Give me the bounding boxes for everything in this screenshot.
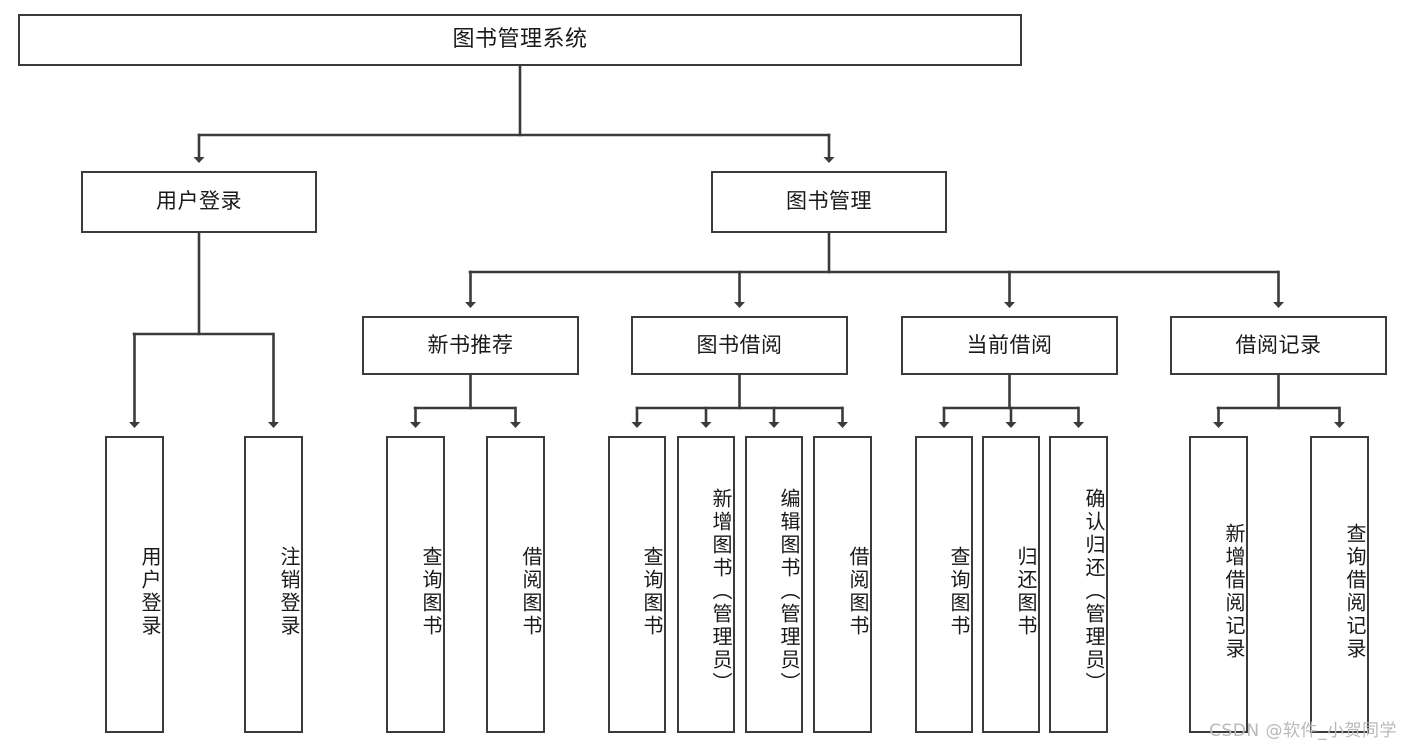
node-label-root: 图书管理系统 [452,26,588,52]
node-label-leaf-borrow-book-2: 借阅图书 [846,545,870,638]
node-new-book-rec[interactable]: 新书推荐 [362,316,579,375]
node-label-new-book-rec: 新书推荐 [427,332,514,357]
node-leaf-add-record[interactable]: 新增借阅记录 [1189,436,1248,733]
node-leaf-return-book[interactable]: 归还图书 [982,436,1040,733]
node-book-manage[interactable]: 图书管理 [711,171,947,233]
node-label-book-borrow: 图书借阅 [696,332,783,357]
node-user-login[interactable]: 用户登录 [81,171,317,233]
node-label-book-manage: 图书管理 [786,189,872,214]
node-leaf-borrow-book-2[interactable]: 借阅图书 [813,436,872,733]
node-label-borrow-record: 借阅记录 [1235,332,1322,357]
node-label-leaf-query-book-3: 查询图书 [947,545,971,638]
node-label-user-login: 用户登录 [156,189,242,214]
node-root[interactable]: 图书管理系统 [18,14,1022,66]
node-label-leaf-query-book-2: 查询图书 [640,545,664,638]
node-leaf-edit-book[interactable]: 编辑图书（管理员） [745,436,803,733]
node-leaf-user-logout[interactable]: 注销登录 [244,436,303,733]
node-label-leaf-user-login: 用户登录 [138,545,162,638]
node-leaf-confirm-return[interactable]: 确认归还（管理员） [1049,436,1108,733]
node-label-leaf-borrow-book-1: 借阅图书 [519,545,543,638]
node-leaf-add-book[interactable]: 新增图书（管理员） [677,436,735,733]
node-leaf-query-record[interactable]: 查询借阅记录 [1310,436,1369,733]
node-label-current-borrow: 当前借阅 [966,332,1053,357]
node-leaf-query-book-3[interactable]: 查询图书 [915,436,973,733]
node-leaf-user-login[interactable]: 用户登录 [105,436,164,733]
node-borrow-record[interactable]: 借阅记录 [1170,316,1387,375]
node-leaf-borrow-book-1[interactable]: 借阅图书 [486,436,545,733]
node-current-borrow[interactable]: 当前借阅 [901,316,1118,375]
connector-lines [129,64,1345,428]
node-label-leaf-query-book-1: 查询图书 [419,545,443,638]
node-label-leaf-add-book: 新增图书（管理员） [709,488,733,695]
node-label-leaf-user-logout: 注销登录 [277,545,301,638]
node-label-leaf-edit-book: 编辑图书（管理员） [777,488,801,695]
node-label-leaf-return-book: 归还图书 [1014,545,1038,638]
node-label-leaf-add-record: 新增借阅记录 [1222,522,1246,661]
node-leaf-query-book-1[interactable]: 查询图书 [386,436,445,733]
node-book-borrow[interactable]: 图书借阅 [631,316,848,375]
node-label-leaf-confirm-return: 确认归还（管理员） [1082,488,1106,695]
node-label-leaf-query-record: 查询借阅记录 [1343,522,1367,661]
node-leaf-query-book-2[interactable]: 查询图书 [608,436,666,733]
